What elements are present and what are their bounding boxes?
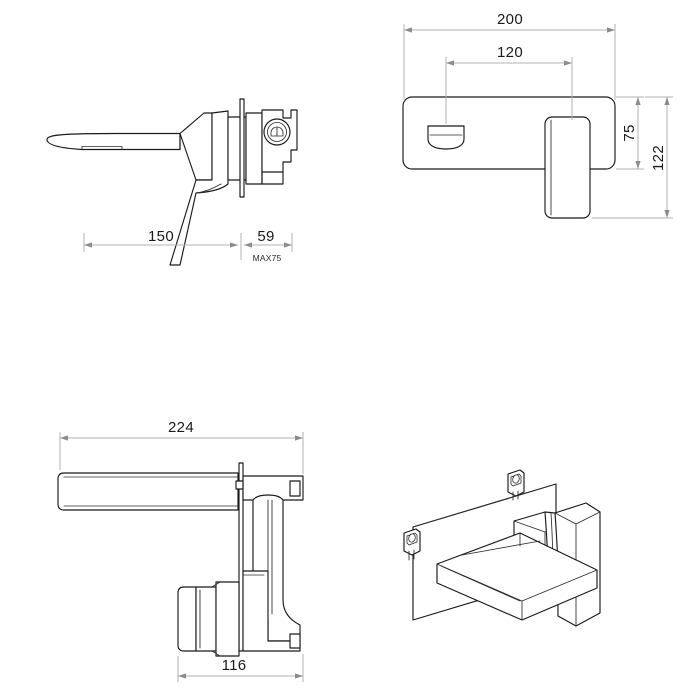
upper-connection-block xyxy=(235,475,304,501)
view-side-elevation: 150 59 MAX75 xyxy=(46,98,298,266)
spout-base-iso xyxy=(461,532,541,556)
dimension-plate-width: 200 xyxy=(403,11,616,100)
spout-outlet-opening xyxy=(427,125,465,150)
spout-plan xyxy=(57,472,239,511)
escutcheon-plate-edge xyxy=(239,98,245,198)
valve-cartridge-symbol xyxy=(263,118,291,146)
view-isometric xyxy=(403,469,601,627)
escutcheon-plate-edge-plan xyxy=(238,462,244,652)
dimension-max75-label: MAX75 xyxy=(253,253,282,263)
lever-handle-front xyxy=(544,116,591,219)
dimension-spout-projection: 150 59 MAX75 xyxy=(83,228,293,263)
lever-handle-side xyxy=(169,110,229,266)
dimension-120-label: 120 xyxy=(497,44,523,61)
spout-side-profile xyxy=(46,132,181,151)
dimension-body-width: 116 xyxy=(177,654,304,682)
dimension-plate-height: 75 xyxy=(616,96,644,170)
spout-iso xyxy=(436,532,598,621)
dimension-200-label: 200 xyxy=(497,11,523,28)
dimension-spout-offset: 120 xyxy=(445,44,573,124)
dimension-75-label: 75 xyxy=(621,124,638,141)
mounting-bracket-lower xyxy=(403,528,421,561)
dimension-overall-height: 122 xyxy=(592,96,673,219)
mounting-bracket-upper xyxy=(507,469,525,501)
dimension-224-label: 224 xyxy=(168,419,194,436)
dimension-150-label: 150 xyxy=(148,228,174,245)
valve-knob-plan xyxy=(177,581,240,657)
view-top-plan: 224 116 xyxy=(57,419,304,682)
valve-body-cylinder xyxy=(227,112,263,185)
dimension-122-label: 122 xyxy=(650,145,667,171)
dimension-59-label: 59 xyxy=(257,228,274,245)
view-front-elevation: 200 120 75 122 xyxy=(402,11,673,219)
dimension-overall-depth: 224 xyxy=(59,419,304,474)
lower-body-extension xyxy=(242,570,301,652)
spout-neck xyxy=(179,112,213,181)
dimension-116-label: 116 xyxy=(222,657,247,674)
